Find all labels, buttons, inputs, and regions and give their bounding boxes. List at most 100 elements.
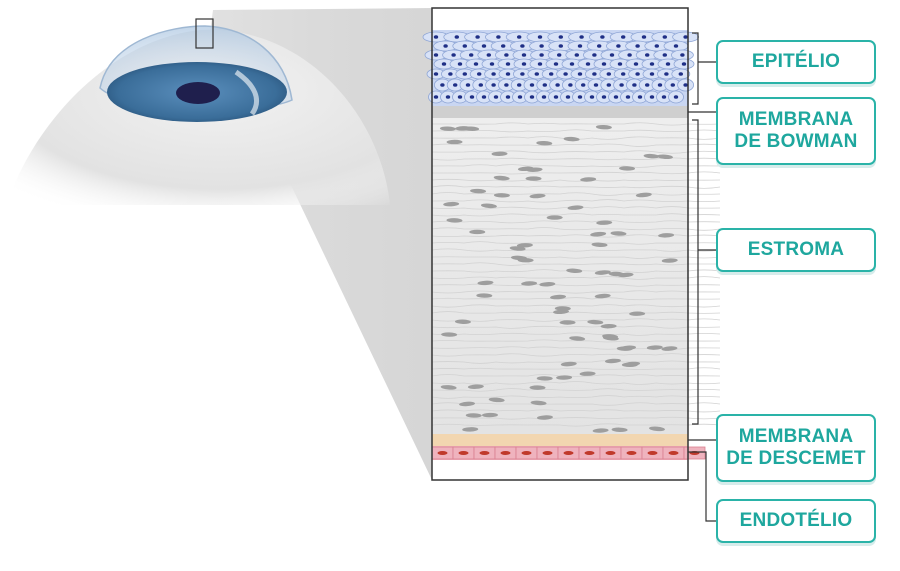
keratocyte (529, 385, 546, 390)
keratocyte (624, 361, 641, 367)
stroma-fiber (431, 318, 721, 322)
keratocyte (661, 346, 678, 351)
epithelial-nucleus (581, 83, 586, 87)
keratocyte (509, 246, 526, 251)
keratocyte (446, 139, 463, 145)
epithelial-nucleus (654, 44, 659, 48)
stroma-layer (432, 118, 688, 434)
epithelial-nucleus (649, 95, 655, 99)
keratocyte (493, 193, 510, 198)
keratocyte (529, 193, 546, 199)
epithelial-nucleus (627, 53, 632, 57)
stroma-fiber (431, 367, 721, 370)
cornea-cross-section (422, 7, 721, 481)
keratocyte (569, 336, 586, 341)
epithelial-nucleus (469, 53, 474, 57)
keratocyte (559, 320, 576, 325)
epithelial-nucleus (577, 72, 583, 76)
keratocyte (454, 319, 471, 324)
epithelial-nucleus (589, 95, 595, 99)
endothelial-nucleus (437, 451, 448, 455)
epithelial-nucleus (637, 95, 643, 99)
keratocyte (480, 203, 497, 209)
keratocyte (635, 192, 652, 198)
epithelial-nucleus (549, 72, 554, 76)
epithelial-nucleus (433, 35, 439, 39)
keratocyte (517, 166, 534, 172)
epithelial-nucleus (606, 72, 611, 76)
epithelial-nucleus (680, 53, 685, 57)
epithelial-nucleus (505, 95, 511, 99)
epithelial-nucleus (657, 83, 663, 87)
epithelial-nucleus (645, 53, 650, 57)
epithelial-nucleus (606, 83, 611, 87)
epithelial-nucleus (478, 83, 483, 87)
keratocyte (556, 375, 573, 380)
epithelial-nucleus (597, 44, 602, 48)
endothelial-nucleus (626, 451, 637, 455)
label-epitelio: EPITÉLIO (716, 40, 876, 84)
keratocyte (467, 384, 484, 389)
stroma-fiber (431, 122, 721, 126)
epithelial-nucleus (673, 95, 679, 99)
stroma-fiber (431, 332, 721, 336)
keratocyte (566, 268, 583, 274)
keratocyte (649, 426, 665, 432)
keratocyte (646, 345, 663, 350)
epithelial-nucleus (462, 72, 467, 76)
epithelial-nucleus (665, 62, 671, 66)
stroma-fiber (431, 374, 721, 377)
epithelial-nucleus (517, 95, 523, 99)
epithelial-nucleus (681, 62, 687, 66)
keratocyte (661, 258, 678, 263)
keratocyte (643, 153, 660, 159)
keratocyte (590, 231, 607, 237)
keratocyte (446, 218, 463, 223)
epithelial-nucleus (440, 83, 445, 87)
label-estroma: ESTROMA (716, 228, 876, 272)
epithelial-nucleus (504, 83, 509, 87)
keratocyte (587, 319, 604, 325)
endothelium-cells (431, 446, 706, 460)
keratocyte (594, 270, 611, 275)
keratocyte (595, 124, 612, 130)
keratocyte (539, 282, 556, 287)
epithelial-nucleus (553, 95, 559, 99)
endothelial-nucleus (458, 451, 469, 455)
epithelial-nucleus (616, 44, 621, 48)
keratocyte (602, 335, 619, 341)
stroma-fiber (431, 213, 721, 217)
epithelial-nucleus (621, 35, 626, 39)
stroma-fiber (431, 150, 721, 154)
stroma-fiber (431, 325, 721, 329)
epithelial-nucleus (462, 44, 467, 48)
keratocyte (439, 126, 456, 131)
epithelial-nucleus (539, 44, 544, 48)
epithelial-nucleus (443, 44, 448, 48)
epithelial-nucleus (489, 62, 495, 66)
stroma-fiber (431, 395, 721, 399)
epithelial-nucleus (664, 72, 669, 76)
epithelial-nucleus (635, 44, 640, 48)
stroma-fiber (431, 416, 721, 420)
epithelial-nucleus (632, 83, 637, 87)
epithelial-nucleus (454, 35, 459, 39)
keratocyte (491, 151, 508, 157)
stroma-fiber (431, 199, 721, 203)
keratocyte (657, 154, 673, 160)
epithelium-cells (422, 31, 699, 104)
stroma-fiber (431, 220, 721, 224)
keratocyte (620, 345, 637, 351)
keratocyte (517, 258, 534, 263)
keratocyte (476, 293, 493, 298)
epithelial-nucleus (534, 72, 539, 76)
epithelial-nucleus (473, 62, 479, 66)
keratocyte (553, 309, 570, 315)
keratocyte (617, 272, 634, 278)
keratocyte (470, 188, 487, 194)
keratocyte (596, 220, 613, 225)
epithelial-nucleus (619, 83, 624, 87)
epithelial-nucleus (517, 83, 522, 87)
stroma-fiber (431, 304, 721, 308)
stroma-fiber (431, 241, 721, 245)
